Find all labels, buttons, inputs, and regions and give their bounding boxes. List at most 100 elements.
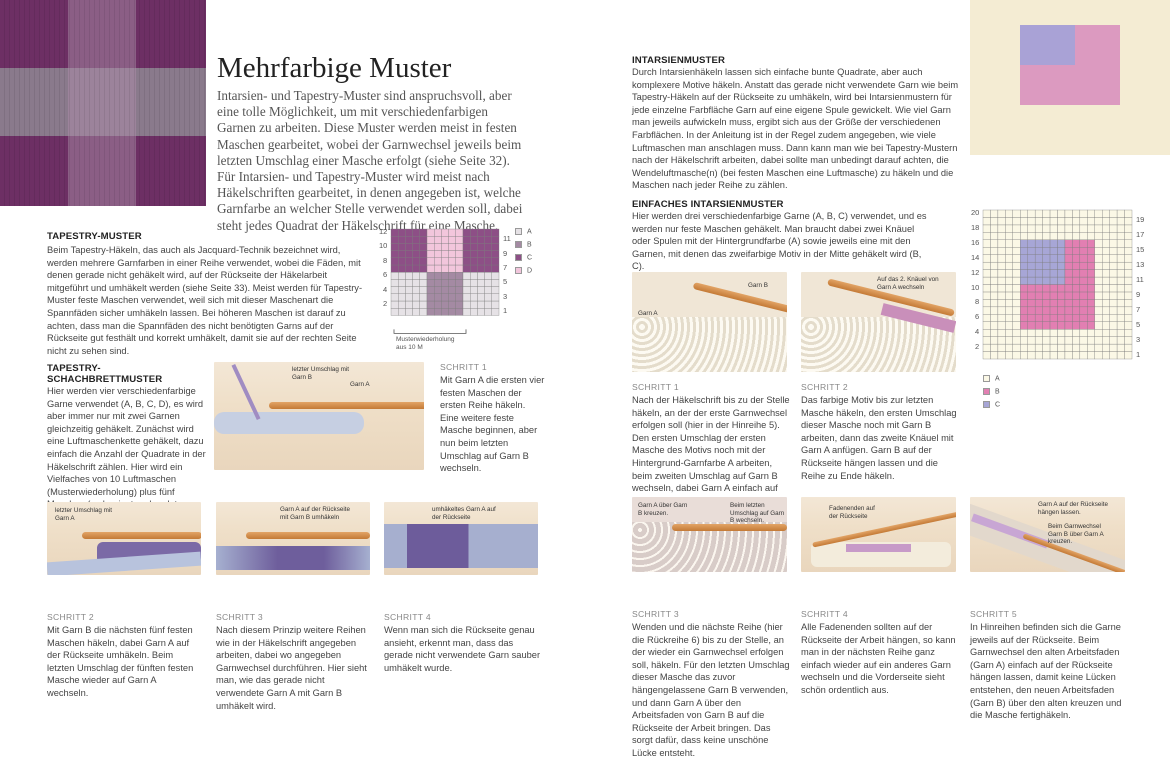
chart-cell-A [1102, 343, 1110, 352]
chart-cell-A [1064, 343, 1073, 352]
chart-cell-B [1079, 239, 1088, 248]
chart-cell-D [426, 228, 435, 237]
chart-cell-A [1124, 247, 1133, 255]
row-label-right: 5 [1136, 319, 1141, 329]
chart-cell-A [1057, 232, 1066, 240]
tapestry-text: Beim Tapestry-Häkeln, das auch als Jacqu… [47, 245, 363, 356]
chart-cell-D [441, 243, 449, 251]
chart-cell-A [1042, 329, 1051, 337]
chart-cell-A [1012, 314, 1021, 322]
chart-cell-A [1116, 291, 1125, 300]
row-label-right: 7 [503, 263, 508, 272]
chart-cell-A [1005, 321, 1013, 330]
chart-cell-A [462, 308, 471, 316]
chart-cell-A [1034, 232, 1043, 240]
chart-cell-C [419, 243, 428, 251]
chart-cell-B [1020, 284, 1028, 293]
chart-cell-A [990, 314, 999, 322]
chart-cell-B [1072, 321, 1081, 330]
chart-cell-D [426, 236, 435, 244]
r-step3-label: SCHRITT 3 [632, 609, 679, 619]
chart-cell-C [470, 257, 478, 266]
chart-cell-D [455, 250, 464, 258]
chart-cell-A [484, 308, 492, 316]
chart-cell-A [1057, 336, 1066, 345]
chart-cell-D [448, 250, 456, 258]
chart-cell-C [1020, 269, 1028, 278]
chart-cell-A [405, 286, 413, 294]
chart-cell-C [412, 264, 420, 273]
row-label-right: 7 [1136, 304, 1141, 314]
chart-cell-A [1109, 284, 1118, 293]
chart-cell-A [1072, 336, 1081, 345]
chart-cell-C [1042, 254, 1051, 263]
r-step2-label: SCHRITT 2 [801, 382, 848, 392]
chart-cell-A [1005, 239, 1013, 248]
r-step3-annotation-2: Beim letzten Umschlag auf Garn B wechsel… [730, 502, 785, 524]
chart-cell-C [462, 264, 471, 273]
chart-cell-A [997, 351, 1006, 360]
r-step1-annotation-1: Garn A [638, 310, 658, 317]
chart-cell-A [1057, 351, 1066, 360]
row-label-left: 20 [971, 208, 980, 217]
chart-cell-B [426, 300, 435, 309]
chart-cell-A [1094, 351, 1103, 360]
chart-cell-A [982, 351, 991, 360]
chart-cell-D [434, 228, 442, 237]
chart-cell-A [1109, 291, 1118, 300]
chart-cell-A [1027, 336, 1036, 345]
chart-cell-A [1027, 232, 1036, 240]
intarsia-chart-svg [982, 209, 1133, 360]
r-step5-label: SCHRITT 5 [970, 609, 1017, 619]
chart-cell-A [398, 272, 406, 280]
chart-cell-C [462, 257, 471, 266]
chart-cell-A [1012, 232, 1021, 240]
chart-cell-A [982, 269, 991, 278]
chart-cell-A [1012, 321, 1021, 330]
chart-cell-A [982, 247, 991, 255]
row-label-left: 2 [975, 342, 980, 352]
chart-cell-A [1094, 239, 1103, 248]
r-step3-text: Wenden und die nächste Reihe (hier die R… [632, 622, 790, 758]
row-label-right: 3 [503, 291, 508, 301]
chart-cell-A [1005, 284, 1013, 293]
chart-cell-A [405, 308, 413, 316]
chart-cell-A [1116, 343, 1125, 352]
row-label-left: 2 [383, 299, 388, 308]
chart-cell-A [1079, 351, 1088, 360]
chart-cell-C [1049, 239, 1058, 248]
chart-cell-C [470, 236, 478, 244]
chart-cell-A [390, 272, 399, 280]
chart-cell-D [434, 243, 442, 251]
chart-cell-A [997, 336, 1006, 345]
chart-cell-B [1079, 321, 1088, 330]
chart-cell-A [1027, 343, 1036, 352]
chart-cell-C [491, 264, 500, 273]
chart-cell-A [1102, 239, 1110, 248]
chart-cell-A [1094, 314, 1103, 322]
chart-cell-B [1057, 321, 1066, 330]
chart-cell-A [1012, 351, 1021, 360]
chart-cell-A [997, 314, 1006, 322]
chart-cell-A [1012, 239, 1021, 248]
row-label-left: 10 [971, 282, 980, 292]
chart-cell-A [484, 279, 492, 287]
chart-cell-A [1116, 239, 1125, 248]
chart-cell-A [470, 293, 478, 302]
chart-cell-A [1094, 291, 1103, 300]
chart-cell-A [1034, 329, 1043, 337]
chart-cell-A [477, 308, 485, 316]
step1-label: SCHRITT 1 [440, 362, 487, 372]
row-label-left: 4 [975, 327, 980, 337]
chart-cell-B [426, 279, 435, 287]
chart-cell-A [1102, 284, 1110, 293]
chart-cell-A [1116, 247, 1125, 255]
chart-cell-A [484, 286, 492, 294]
chart-cell-B [455, 286, 464, 294]
chart-cell-A [1064, 336, 1073, 345]
chart-cell-A [462, 279, 471, 287]
chart-cell-B [1079, 247, 1088, 255]
chart-cell-C [1049, 269, 1058, 278]
